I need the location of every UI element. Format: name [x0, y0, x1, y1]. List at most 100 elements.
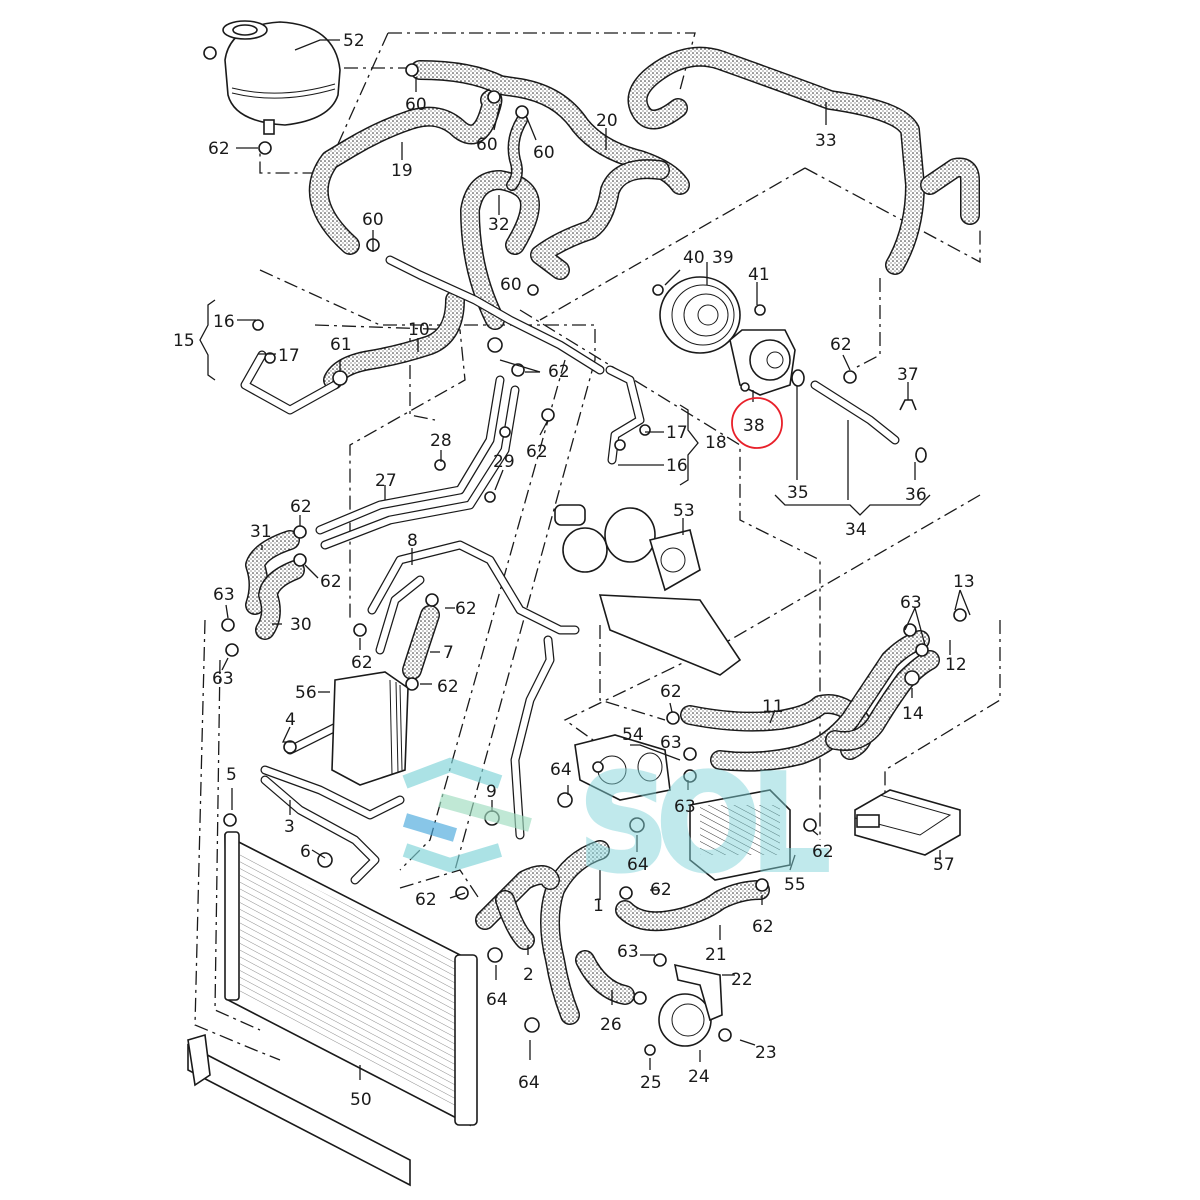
part-label-60[interactable]: 60: [476, 135, 498, 155]
part-label-63[interactable]: 63: [212, 669, 234, 689]
part-label-62[interactable]: 62: [812, 842, 834, 862]
part-label-32[interactable]: 32: [488, 215, 510, 235]
part-label-3[interactable]: 3: [284, 817, 295, 837]
part-label-57[interactable]: 57: [933, 855, 955, 875]
part-label-12[interactable]: 12: [945, 655, 967, 675]
part-label-37[interactable]: 37: [897, 365, 919, 385]
radiator[interactable]: [224, 831, 478, 1127]
expansion-tank[interactable]: [203, 20, 341, 135]
part-label-64[interactable]: 64: [550, 760, 572, 780]
part-label-63[interactable]: 63: [617, 942, 639, 962]
part-label-26[interactable]: 26: [600, 1015, 622, 1035]
part-label-4[interactable]: 4: [285, 710, 296, 730]
part-label-8[interactable]: 8: [407, 531, 418, 551]
part-label-63[interactable]: 63: [213, 585, 235, 605]
part-label-16[interactable]: 16: [213, 312, 235, 332]
part-label-55[interactable]: 55: [784, 875, 806, 895]
part-label-60[interactable]: 60: [533, 143, 555, 163]
part-label-52[interactable]: 52: [343, 31, 365, 51]
part-label-22[interactable]: 22: [731, 970, 753, 990]
part-label-62[interactable]: 62: [650, 880, 672, 900]
part-label-63[interactable]: 63: [900, 593, 922, 613]
coolant-pipe-flange[interactable]: [574, 734, 671, 801]
part-label-64[interactable]: 64: [518, 1073, 540, 1093]
bracket-18: [679, 404, 699, 486]
oil-cooler[interactable]: [331, 671, 409, 786]
egr-cooler[interactable]: [689, 789, 791, 881]
water-pump[interactable]: [729, 329, 796, 396]
part-label-11[interactable]: 11: [762, 697, 784, 717]
part-label-62[interactable]: 62: [830, 335, 852, 355]
part-label-24[interactable]: 24: [688, 1067, 710, 1087]
part-label-17[interactable]: 17: [278, 346, 300, 366]
part-label-7[interactable]: 7: [443, 643, 454, 663]
part-label-60[interactable]: 60: [362, 210, 384, 230]
part-label-27[interactable]: 27: [375, 471, 397, 491]
o-ring-36[interactable]: [915, 447, 927, 463]
part-label-2[interactable]: 2: [523, 965, 534, 985]
heater-core[interactable]: [854, 789, 961, 856]
part-label-29[interactable]: 29: [493, 452, 515, 472]
part-label-62[interactable]: 62: [660, 682, 682, 702]
part-label-62[interactable]: 62: [290, 497, 312, 517]
water-pump-pulley[interactable]: [659, 276, 741, 354]
part-label-62[interactable]: 62: [351, 653, 373, 673]
part-label-1[interactable]: 1: [593, 896, 604, 916]
part-label-50[interactable]: 50: [350, 1090, 372, 1110]
part-label-39[interactable]: 39: [712, 248, 734, 268]
part-label-62[interactable]: 62: [752, 917, 774, 937]
turbocharger[interactable]: [554, 504, 742, 676]
part-label-64[interactable]: 64: [486, 990, 508, 1010]
part-label-60[interactable]: 60: [500, 275, 522, 295]
part-label-40[interactable]: 40: [683, 248, 705, 268]
part-label-41[interactable]: 41: [748, 265, 770, 285]
part-label-14[interactable]: 14: [902, 704, 924, 724]
assembly-boundaries: [194, 32, 1001, 1061]
part-label-15[interactable]: 15: [173, 331, 195, 351]
part-label-62[interactable]: 62: [455, 599, 477, 619]
part-label-34[interactable]: 34: [845, 520, 867, 540]
part-label-21[interactable]: 21: [705, 945, 727, 965]
part-label-25[interactable]: 25: [640, 1073, 662, 1093]
part-label-16[interactable]: 16: [666, 456, 688, 476]
part-label-56[interactable]: 56: [295, 683, 317, 703]
part-label-63[interactable]: 63: [674, 797, 696, 817]
part-label-28[interactable]: 28: [430, 431, 452, 451]
part-label-23[interactable]: 23: [755, 1043, 777, 1063]
part-label-17[interactable]: 17: [666, 423, 688, 443]
part-label-60[interactable]: 60: [405, 95, 427, 115]
part-label-62[interactable]: 62: [415, 890, 437, 910]
part-label-30[interactable]: 30: [290, 615, 312, 635]
part-label-64[interactable]: 64: [627, 855, 649, 875]
auxiliary-pump[interactable]: [658, 963, 723, 1047]
part-label-5[interactable]: 5: [226, 765, 237, 785]
part-label-62[interactable]: 62: [437, 677, 459, 697]
part-label-38[interactable]: 38: [743, 416, 765, 436]
part-label-19[interactable]: 19: [391, 161, 413, 181]
part-label-13[interactable]: 13: [953, 572, 975, 592]
part-label-54[interactable]: 54: [622, 725, 644, 745]
part-label-6[interactable]: 6: [300, 842, 311, 862]
part-label-33[interactable]: 33: [815, 131, 837, 151]
part-label-10[interactable]: 10: [408, 320, 430, 340]
part-label-62[interactable]: 62: [320, 572, 342, 592]
part-label-62[interactable]: 62: [548, 362, 570, 382]
part-label-61[interactable]: 61: [330, 335, 352, 355]
part-label-63[interactable]: 63: [660, 733, 682, 753]
part-label-62[interactable]: 62: [208, 139, 230, 159]
bracket-15: [199, 299, 216, 381]
part-label-20[interactable]: 20: [596, 111, 618, 131]
o-ring-35[interactable]: [791, 369, 805, 387]
coolant-hoses: [245, 46, 980, 1025]
part-label-53[interactable]: 53: [673, 501, 695, 521]
part-label-35[interactable]: 35: [787, 483, 809, 503]
radiator-support-bar[interactable]: [187, 1033, 411, 1187]
part-label-31[interactable]: 31: [250, 522, 272, 542]
part-label-9[interactable]: 9: [486, 782, 497, 802]
part-labels: 52 60 60 60 60 60 62 19 20 32 33 40 39 4…: [173, 31, 975, 1110]
part-label-18[interactable]: 18: [705, 433, 727, 453]
part-label-36[interactable]: 36: [905, 485, 927, 505]
retaining-clip-37[interactable]: [899, 399, 917, 411]
part-label-62[interactable]: 62: [526, 442, 548, 462]
